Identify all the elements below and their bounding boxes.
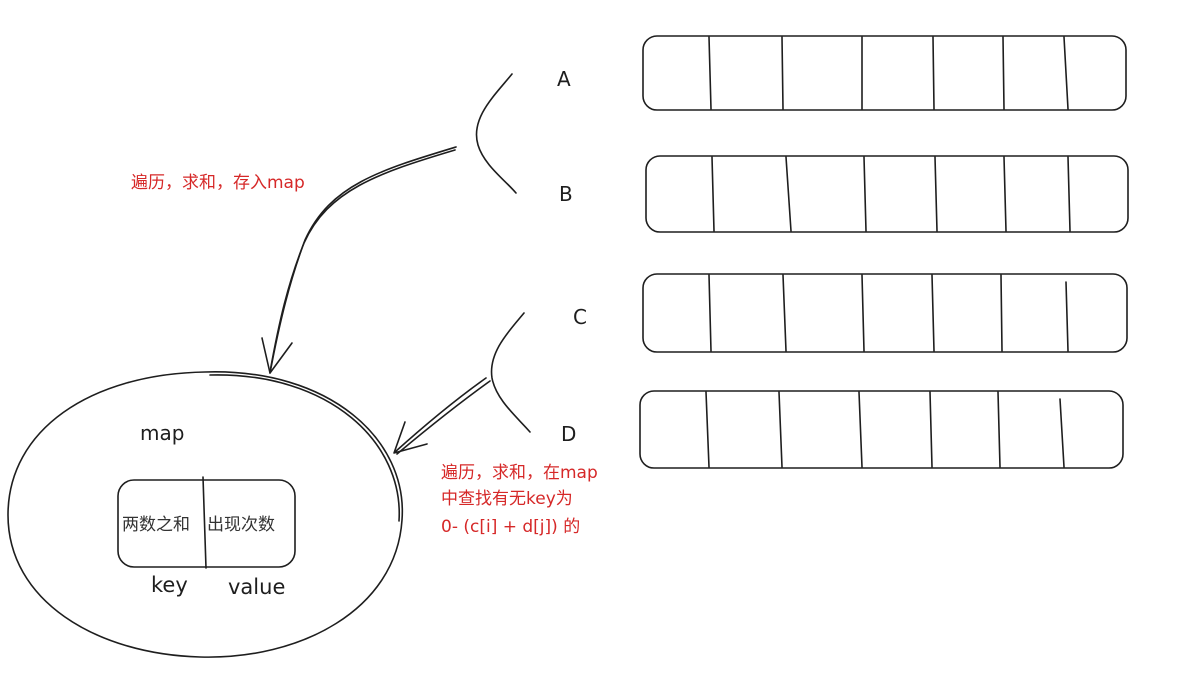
brace-cd xyxy=(490,312,531,433)
cd-note-line3: 0- (c[i] + d[j]) 的 xyxy=(441,517,580,537)
label-d: D xyxy=(561,422,576,446)
arrow-cd-to-map xyxy=(393,377,491,455)
cd-note-line1: 遍历，求和，在map xyxy=(441,463,598,483)
array-a xyxy=(642,35,1127,111)
array-d xyxy=(639,390,1124,469)
brace-ab xyxy=(475,73,517,194)
label-b: B xyxy=(559,182,573,206)
ab-note: 遍历，求和，存入map xyxy=(131,173,305,193)
map-entry-box xyxy=(117,476,296,569)
arrow-ab-to-map xyxy=(261,146,457,374)
map-title: map xyxy=(140,421,184,445)
value-label: value xyxy=(228,575,285,599)
key-cell-text: 两数之和 xyxy=(122,515,190,535)
value-cell-text: 出现次数 xyxy=(207,515,275,535)
array-c xyxy=(642,273,1128,353)
label-c: C xyxy=(573,305,587,329)
cd-note-line2: 中查找有无key为 xyxy=(441,489,573,509)
map-container xyxy=(7,371,404,658)
key-label: key xyxy=(151,573,188,597)
array-b xyxy=(645,155,1129,233)
label-a: A xyxy=(557,67,571,91)
